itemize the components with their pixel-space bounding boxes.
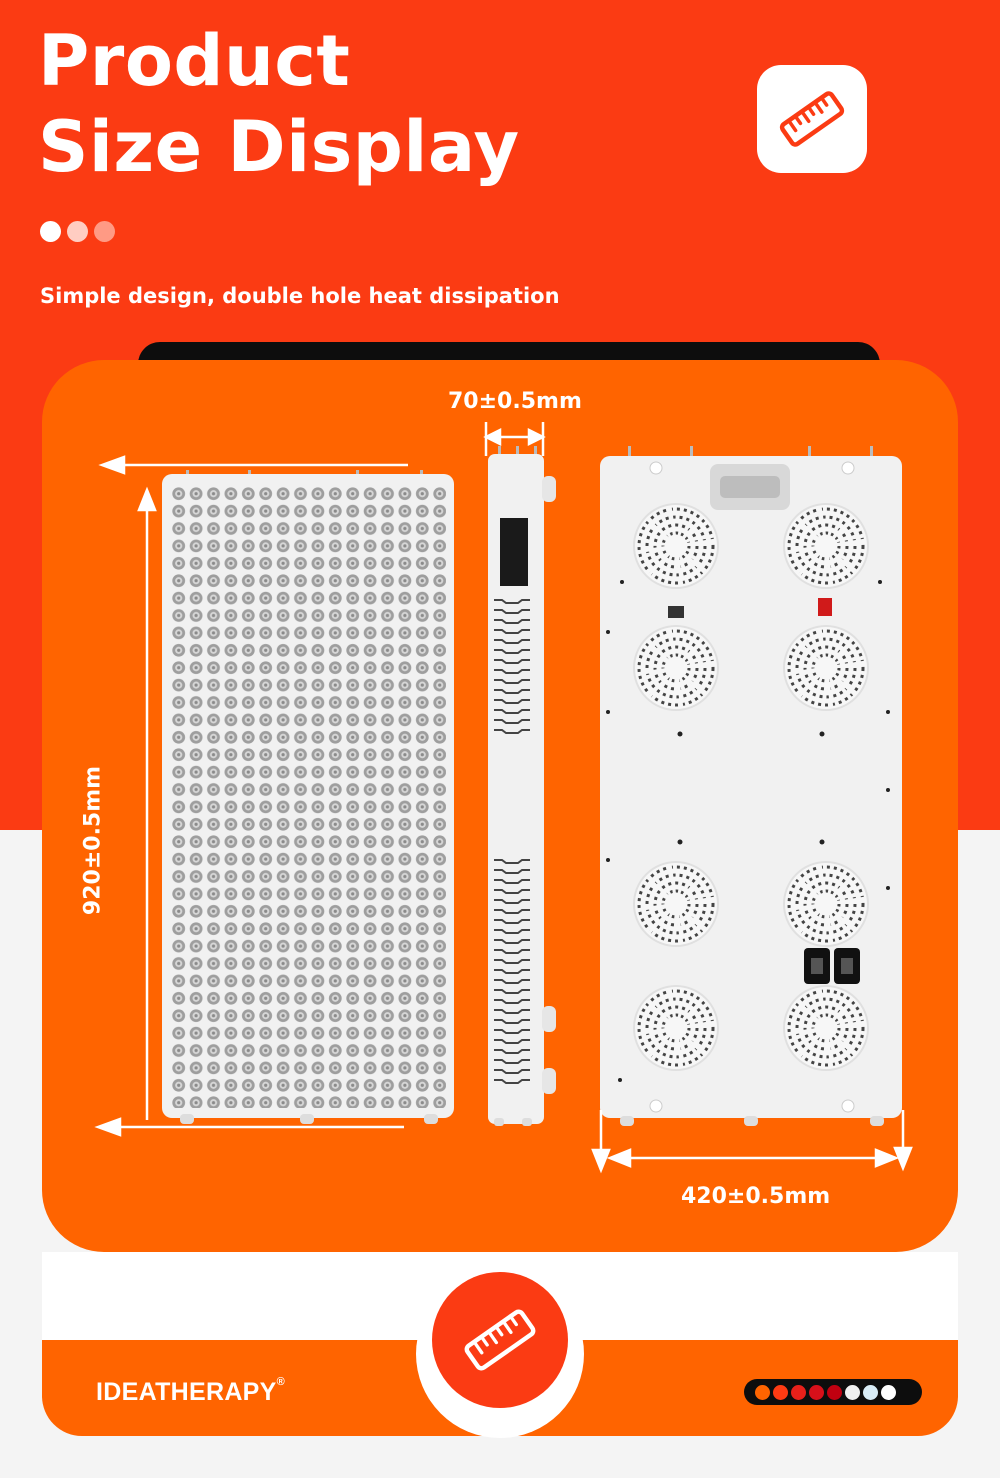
side-panel [488, 446, 556, 1126]
brand-name: IDEATHERAPY [96, 1378, 277, 1406]
ruler-icon [779, 91, 845, 147]
page-title-line1: Product [38, 20, 351, 102]
dot [67, 221, 88, 242]
color-dot [755, 1384, 770, 1400]
subtitle: Simple design, double hole heat dissipat… [40, 284, 560, 308]
page-title-line2: Size Display [38, 106, 520, 188]
color-dot [845, 1384, 860, 1400]
back-panel [600, 446, 902, 1126]
depth-label: 70±0.5mm [448, 389, 582, 414]
color-dot [881, 1384, 896, 1400]
color-dot [809, 1384, 824, 1400]
front-panel [162, 470, 454, 1124]
color-dot [773, 1384, 788, 1400]
ruler-badge [757, 65, 867, 173]
dimension-lines [94, 422, 913, 1174]
color-dot [791, 1384, 806, 1400]
width-label: 420±0.5mm [681, 1184, 831, 1209]
registered-mark: ® [276, 1376, 286, 1388]
color-dot [827, 1384, 842, 1400]
height-label: 920±0.5mm [80, 765, 106, 916]
brand-logo: IDEATHERAPY® [96, 1376, 286, 1407]
dot [94, 221, 115, 242]
ruler-icon [464, 1309, 536, 1371]
decorative-dots [40, 221, 115, 242]
color-dot [863, 1384, 878, 1400]
dot [40, 221, 61, 242]
color-dots-pill [744, 1379, 922, 1405]
center-badge [432, 1272, 568, 1408]
page-title: Product Size Display [38, 18, 520, 190]
